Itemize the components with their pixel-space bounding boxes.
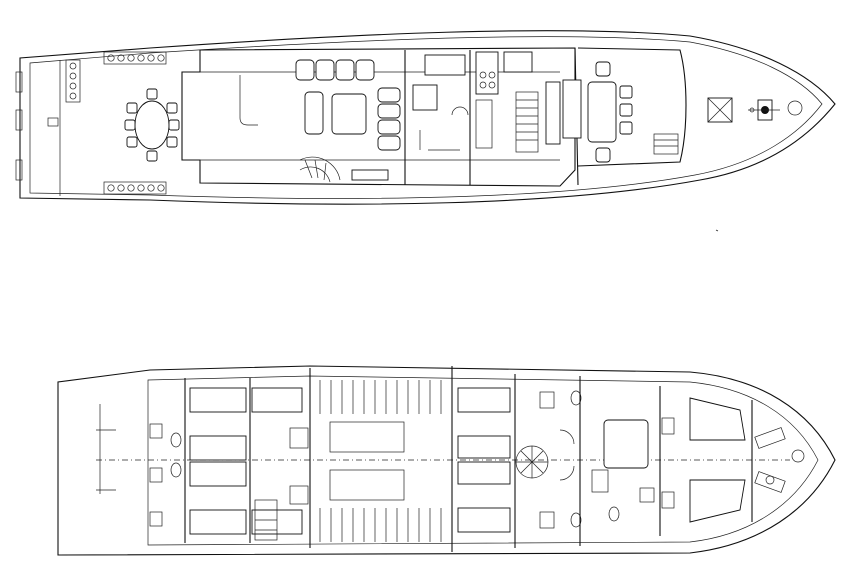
chair-icon — [146, 88, 158, 100]
aft-bench-cushions — [69, 62, 77, 100]
fender-row-top — [107, 54, 165, 62]
chair-icon — [126, 102, 138, 114]
lower-deck-plan — [57, 365, 836, 556]
sofa-cushion — [377, 103, 401, 119]
lower-deck-hull-outline — [57, 365, 836, 556]
fender-icon — [147, 54, 155, 62]
fender-icon — [137, 54, 145, 62]
sofa-cushion — [377, 87, 401, 103]
lower-deck-spiral-stair — [515, 445, 549, 479]
engine-starboard — [329, 469, 405, 501]
fender-icon — [117, 54, 125, 62]
fender-icon — [127, 54, 135, 62]
aft-dining-table — [134, 100, 170, 150]
cushion-icon — [69, 82, 77, 90]
chair-icon — [166, 102, 178, 114]
fender-icon — [137, 184, 145, 192]
fender-icon — [147, 184, 155, 192]
cushion-icon — [69, 92, 77, 100]
sofa-cushion — [315, 59, 335, 81]
main-deck-hull-outline — [19, 30, 836, 205]
bow-hatch — [787, 100, 803, 116]
sofa-cushion — [295, 59, 315, 81]
fender-icon — [107, 184, 115, 192]
fender-icon — [127, 184, 135, 192]
sofa-cushion — [377, 135, 401, 151]
engine-port — [329, 421, 405, 453]
sofa-cushion — [355, 59, 375, 81]
main-deck-companion-stair — [515, 91, 539, 153]
cushion-icon — [69, 72, 77, 80]
engine-room-frames — [319, 380, 442, 542]
saloon-sofa — [295, 59, 401, 151]
chair-icon — [126, 136, 138, 148]
fender-icon — [157, 184, 165, 192]
chair-icon — [124, 119, 136, 131]
aft-dining-chairs — [124, 88, 180, 162]
chair-icon — [146, 150, 158, 162]
fender-icon — [107, 54, 115, 62]
main-deck-plan — [15, 30, 836, 205]
cushion-icon — [69, 62, 77, 70]
saloon-coffee-table — [331, 93, 367, 135]
saloon-superstructure — [181, 47, 576, 187]
pilothouse-table — [587, 81, 617, 143]
chair-icon — [166, 136, 178, 148]
sofa-cushion — [377, 119, 401, 135]
fender-icon — [157, 54, 165, 62]
fender-row-bottom — [107, 184, 165, 192]
fender-icon — [117, 184, 125, 192]
main-deck-inner-bulwark — [29, 36, 823, 199]
chair-icon — [168, 119, 180, 131]
main-deck-spiral-stair — [299, 156, 341, 183]
sofa-cushion — [335, 59, 355, 81]
anchor-windlass — [748, 99, 780, 121]
